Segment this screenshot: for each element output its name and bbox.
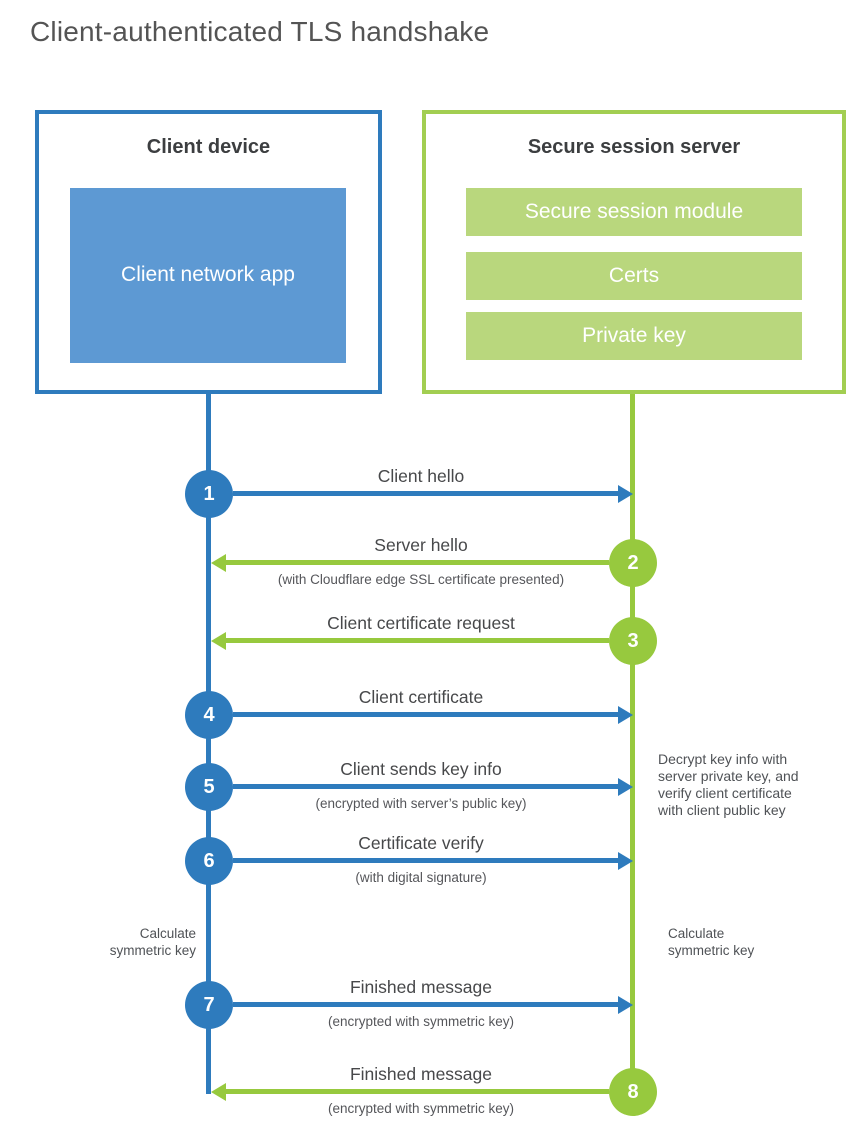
step-3-badge: 3 (609, 617, 657, 665)
step-7-arrowhead-right-icon (618, 996, 633, 1014)
step-5-badge: 5 (185, 763, 233, 811)
step-2-label: Server hello (374, 535, 468, 555)
step-7-sublabel: (encrypted with symmetric key) (327, 1014, 515, 1029)
client-network-app-block: Client network app (70, 188, 346, 363)
step-2-sublabel: (with Cloudflare edge SSL certificate pr… (277, 572, 565, 587)
step-3-arrowhead-left-icon (211, 632, 226, 650)
step-1-arrowhead-right-icon (618, 485, 633, 503)
step-6-sublabel: (with digital signature) (355, 870, 487, 885)
step-3-label: Client certificate request (327, 613, 515, 633)
step-1-label: Client hello (377, 466, 465, 486)
client-device-box: Client device Client network app (35, 110, 382, 394)
step-8-badge: 8 (609, 1068, 657, 1116)
step-4-badge: 4 (185, 691, 233, 739)
step-7-arrow-line (233, 1002, 618, 1007)
step-6-label: Certificate verify (358, 833, 484, 853)
secure-session-server-box: Secure session server Secure session mod… (422, 110, 846, 394)
step-3-arrow-line (226, 638, 609, 643)
step-1-arrow-line (233, 491, 618, 496)
step-2-arrowhead-left-icon (211, 554, 226, 572)
client-lifeline (206, 394, 211, 1094)
server-lifeline (630, 394, 635, 1070)
decrypt-key-note: Decrypt key info with server private key… (658, 751, 799, 818)
step-7-badge: 7 (185, 981, 233, 1029)
step-4-arrow-line (233, 712, 618, 717)
server-module-secure-session: Secure session module (466, 188, 802, 236)
step-5-arrowhead-right-icon (618, 778, 633, 796)
step-1-badge: 1 (185, 470, 233, 518)
step-5-arrow-line (233, 784, 618, 789)
step-4-label: Client certificate (358, 687, 484, 707)
step-8-sublabel: (encrypted with symmetric key) (327, 1101, 515, 1116)
step-6-arrow-line (233, 858, 618, 863)
secure-session-server-title: Secure session server (527, 136, 741, 158)
step-2-badge: 2 (609, 539, 657, 587)
step-6-badge: 6 (185, 837, 233, 885)
client-device-title: Client device (146, 136, 271, 158)
step-8-label: Finished message (349, 1064, 493, 1084)
page-title: Client-authenticated TLS handshake (30, 16, 490, 47)
step-2-arrow-line (226, 560, 609, 565)
calculate-symmetric-key-server: Calculate symmetric key (668, 926, 755, 958)
step-8-arrow-line (226, 1089, 609, 1094)
client-network-app-label: Client network app (121, 263, 295, 287)
server-module-certs: Certs (466, 252, 802, 300)
server-module-private-key: Private key (466, 312, 802, 360)
step-5-sublabel: (encrypted with server’s public key) (315, 796, 527, 811)
step-6-arrowhead-right-icon (618, 852, 633, 870)
step-4-arrowhead-right-icon (618, 706, 633, 724)
step-8-arrowhead-left-icon (211, 1083, 226, 1101)
calculate-symmetric-key-client: Calculate symmetric key (109, 926, 196, 958)
step-5-label: Client sends key info (340, 759, 502, 779)
step-7-label: Finished message (349, 977, 493, 997)
